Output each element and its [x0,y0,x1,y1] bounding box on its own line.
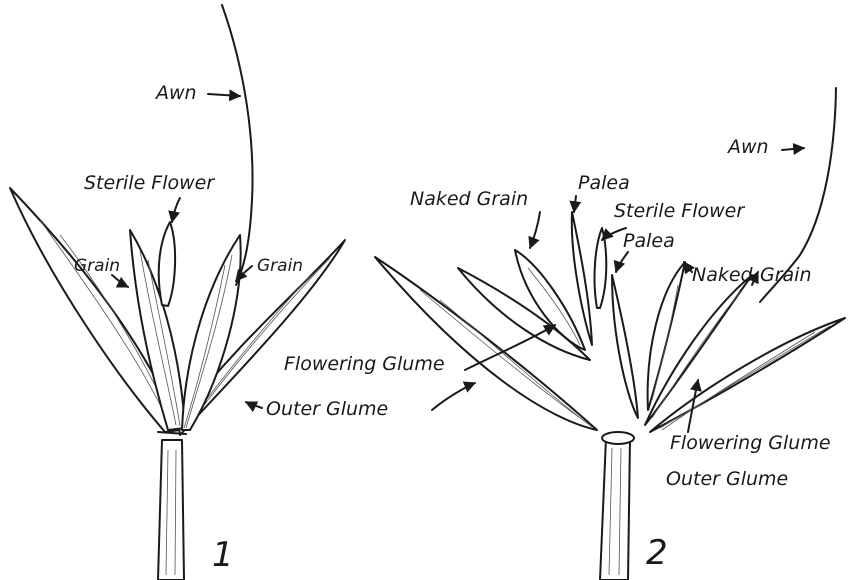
fig2-flowering-glume-label: Flowering Glume [670,434,831,453]
fig1-stem [158,440,184,580]
fig2-awn-label: Awn [728,138,769,157]
fig2-naked-grain-label: Naked Grain [410,190,528,209]
fig1-outer-glume-label: Outer Glume [266,400,388,419]
fig2-sterile-flower [595,228,607,308]
fig2-palea-mid-label: Palea [623,232,675,251]
fig1-grain-left-label: Grain [74,258,120,275]
fig1-number: 1 [212,538,234,572]
fig2-stem [600,438,630,580]
fig2-sterile-flower-label: Sterile Flower [614,202,744,221]
fig2-naked-label: Naked [692,266,753,285]
fig2-grain-label: Grain [760,266,812,285]
fig1-grain-right-label: Grain [257,258,303,275]
fig1-flowering-glume-label: Flowering Glume [284,355,445,374]
fig1-sterile-flower-label: Sterile Flower [84,174,214,193]
fig1-sterile-flower [159,222,175,306]
fig1-awn-label: Awn [156,84,197,103]
fig2-palea-mid [612,275,638,418]
fig2-number: 2 [646,536,668,570]
figure-2-drawing [375,88,845,580]
fig2-palea-top-label: Palea [578,174,630,193]
fig2-outer-glume-label: Outer Glume [666,470,788,489]
